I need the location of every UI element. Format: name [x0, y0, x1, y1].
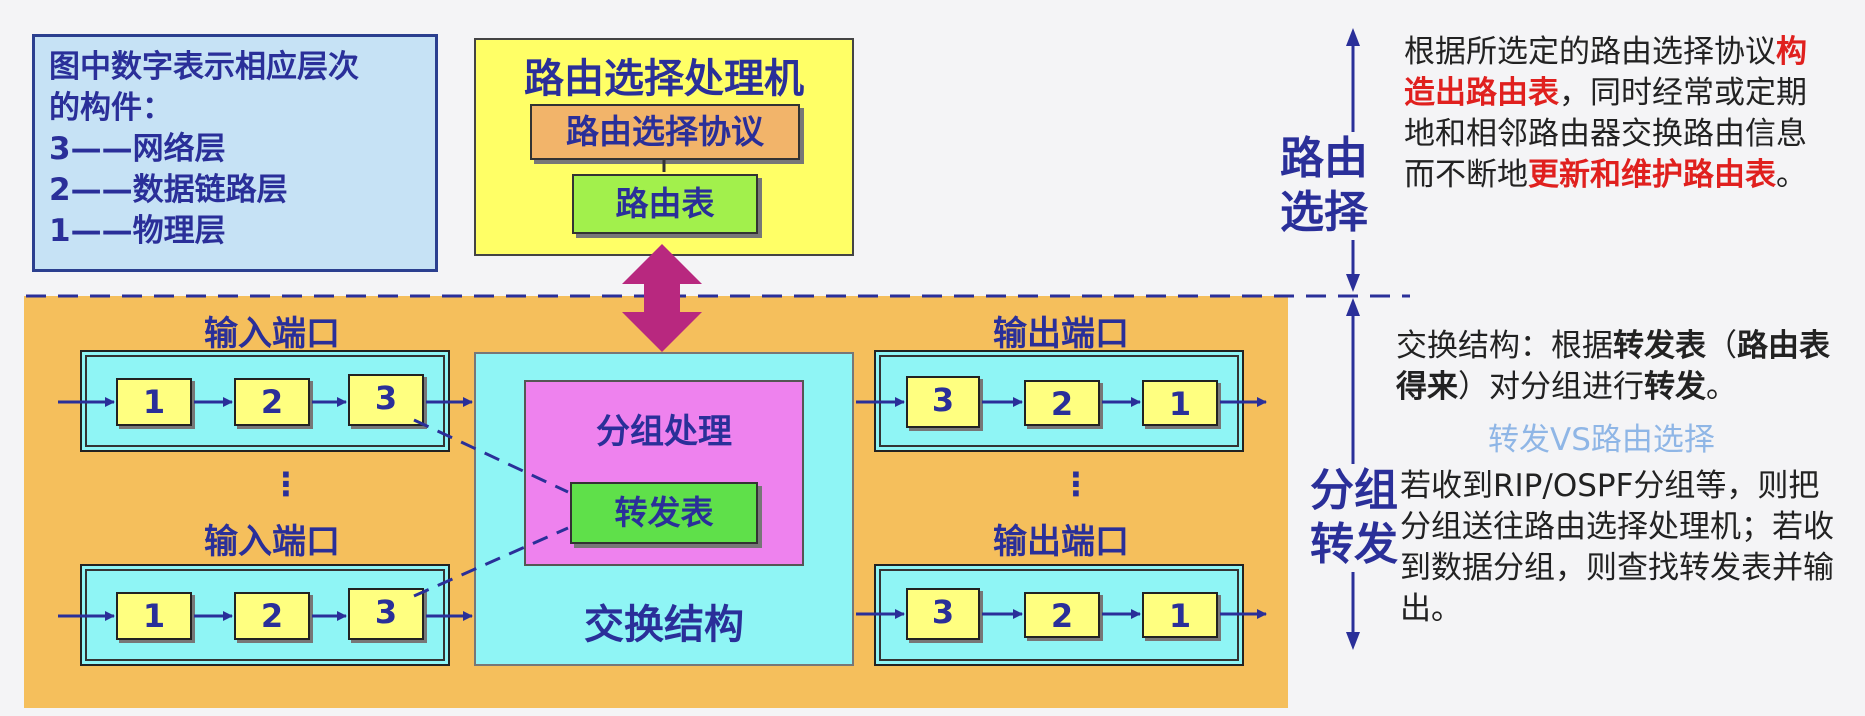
legend-line: 2——数据链路层 [49, 172, 288, 208]
switch-fabric-label: 交换结构 [584, 602, 744, 648]
switching-note-bold: 转发表 [1613, 328, 1706, 364]
switching-note-bold: 路由表得来 [1396, 328, 1830, 405]
input-bottom-layer-3: 3 [348, 588, 424, 640]
forwarding-side-label-line: 转发 [1310, 519, 1398, 570]
routing-table-box: 路由表 [572, 174, 758, 234]
routing-side-label-line: 路由 [1280, 133, 1368, 184]
forwarding-table-box: 转发表 [570, 482, 758, 544]
input-bottom-layer-2: 2 [234, 592, 310, 640]
routing-note-text: 。 [1776, 157, 1807, 193]
legend-line: 的构件： [49, 90, 173, 126]
comparison-label: 转发VS路由选择 [1488, 422, 1715, 458]
output-top-layer-1: 1 [1142, 380, 1218, 426]
output-ellipsis: ⋮ [1060, 465, 1092, 503]
output-bottom-layer-3: 3 [906, 588, 980, 640]
switching-note: 交换结构：根据转发表（路由表得来）对分组进行转发。 [1396, 326, 1846, 408]
input-top-layer-1: 1 [116, 378, 192, 426]
switching-note-text: 交换结构：根据 [1396, 328, 1613, 364]
legend-line: 图中数字表示相应层次 [49, 49, 359, 85]
output-top-layer-3: 3 [906, 376, 980, 428]
switch-fabric: 分组处理 转发表 交换结构 [474, 352, 854, 666]
switching-note-text: （ [1706, 328, 1737, 364]
forwarding-side-label: 分组 转发 [1300, 464, 1408, 572]
output-bottom-layer-2: 2 [1024, 592, 1100, 638]
routing-note-highlight: 构造出路由表 [1404, 34, 1807, 111]
forwarding-note: 若收到RIP/OSPF分组等，则把分组送往路由选择处理机；若收到数据分组，则查找… [1400, 468, 1834, 627]
packet-processing-title: 分组处理 [596, 412, 732, 452]
input-port-label-top: 输入端口 [204, 314, 340, 354]
routing-note-highlight: 更新和维护路由表 [1528, 157, 1776, 193]
input-ellipsis: ⋮ [270, 465, 302, 503]
legend-line: 3——网络层 [49, 131, 226, 167]
switching-note-bold: 转发 [1644, 369, 1706, 405]
legend-line: 1——物理层 [49, 213, 226, 249]
layer-legend: 图中数字表示相应层次 的构件： 3——网络层 2——数据链路层 1——物理层 [32, 34, 438, 272]
routing-side-label-line: 选择 [1280, 187, 1368, 238]
routing-note-text: 根据所选定的路由选择协议 [1404, 34, 1776, 70]
packet-processing: 分组处理 转发表 [524, 380, 804, 566]
switching-note-text: 。 [1706, 369, 1737, 405]
input-bottom-layer-1: 1 [116, 592, 192, 640]
routing-processor-title: 路由选择处理机 [524, 56, 804, 102]
output-port-label-bottom: 输出端口 [993, 522, 1129, 562]
routing-side-label: 路由 选择 [1268, 132, 1380, 240]
output-top-layer-2: 2 [1024, 380, 1100, 426]
routing-processor: 路由选择处理机 路由选择协议 路由表 [474, 38, 854, 256]
forwarding-side-label-line: 分组 [1310, 465, 1398, 516]
output-bottom-layer-1: 1 [1142, 592, 1218, 638]
input-top-layer-3: 3 [348, 374, 424, 426]
processor-fabric-double-arrow [622, 244, 702, 352]
input-top-layer-2: 2 [234, 378, 310, 426]
routing-note-text: ，同时经常或定期地和相邻路由器交换路由信息而不断地 [1404, 75, 1807, 193]
input-port-label-bottom: 输入端口 [204, 522, 340, 562]
routing-note: 根据所选定的路由选择协议构造出路由表，同时经常或定期地和相邻路由器交换路由信息而… [1404, 32, 1834, 196]
forwarding-lookup-lines [413, 418, 569, 598]
output-port-label-top: 输出端口 [993, 314, 1129, 354]
switching-note-text: ）对分组进行 [1458, 369, 1644, 405]
